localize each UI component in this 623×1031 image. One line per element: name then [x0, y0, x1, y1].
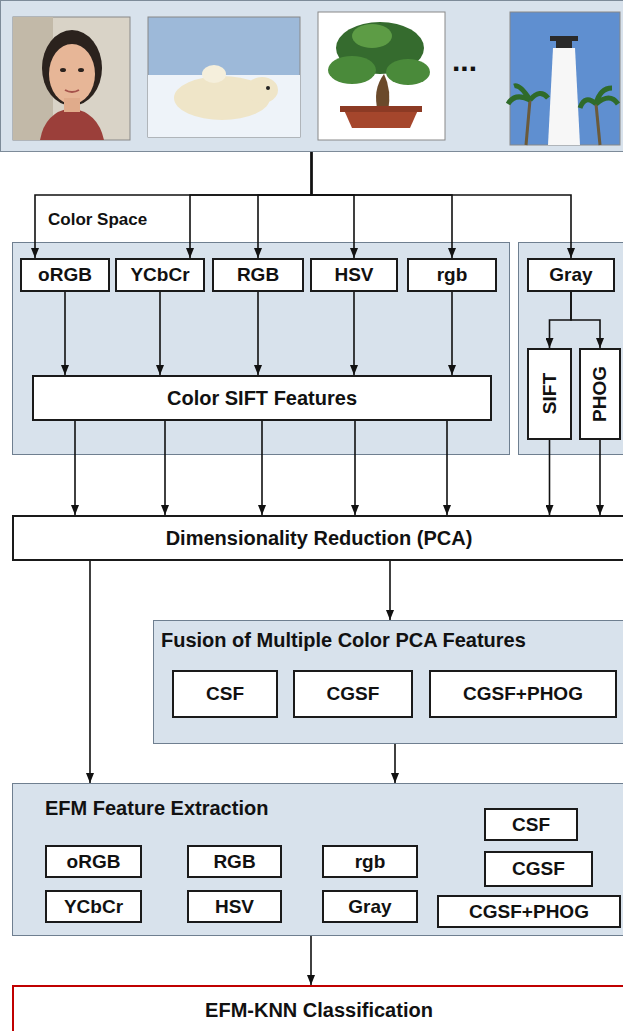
connector-arrow	[257, 292, 259, 375]
feature-box: Color SIFT Features	[32, 375, 492, 421]
fusion-box: CGSF+PHOG	[429, 670, 617, 718]
connector-arrow	[312, 152, 572, 258]
process-bar: Dimensionality Reduction (PCA)	[12, 515, 623, 561]
fusion-panel: Fusion of Multiple Color PCA FeaturesCSF…	[153, 620, 623, 744]
box-label: rgb	[437, 264, 468, 286]
panel-grounds	[1, 1, 623, 455]
box-label: CSF	[206, 683, 244, 705]
face-photo	[13, 17, 130, 140]
connector-arrow	[258, 152, 312, 258]
efm-box: CSF	[484, 808, 578, 841]
connector-arrow	[312, 152, 453, 258]
image-strip: ...	[0, 0, 623, 152]
connector-arrow	[354, 421, 356, 515]
connector-arrow	[89, 561, 91, 783]
box-label: HSV	[215, 896, 254, 918]
connector-arrow	[451, 292, 453, 375]
box-label: CGSF+PHOG	[463, 683, 583, 705]
color-space-box: rgb	[407, 258, 497, 292]
efm-box: Gray	[322, 890, 418, 923]
color-space-box: YCbCr	[115, 258, 205, 292]
connector-arrow	[159, 292, 161, 375]
box-label: Gray	[549, 264, 592, 286]
connector-arrow	[261, 421, 263, 515]
connector-arrow	[64, 292, 66, 375]
box-label: HSV	[334, 264, 373, 286]
connector-arrow	[164, 421, 166, 515]
connector-arrow	[310, 936, 312, 985]
feature-box: SIFT	[527, 348, 572, 440]
color-space-box: oRGB	[20, 258, 110, 292]
connector-arrow	[35, 152, 312, 258]
box-label: Color SIFT Features	[167, 387, 357, 410]
color-space-box: RGB	[212, 258, 304, 292]
connector-arrow	[353, 292, 355, 375]
color-space-box: HSV	[310, 258, 398, 292]
panel-heading: Fusion of Multiple Color PCA Features	[161, 629, 526, 652]
lighthouse-photo	[508, 12, 620, 145]
polar-bear-photo	[148, 17, 300, 137]
bonsai-photo	[318, 12, 445, 140]
box-label: oRGB	[38, 264, 92, 286]
color-space-box: Gray	[527, 258, 615, 292]
box-label: CSF	[512, 814, 550, 836]
box-label: Dimensionality Reduction (PCA)	[166, 527, 473, 550]
connector-arrow	[190, 152, 312, 258]
efm-box: CGSF	[484, 851, 593, 887]
connector-arrow	[74, 421, 76, 515]
box-label: YCbCr	[64, 896, 123, 918]
panel-heading: EFM Feature Extraction	[45, 797, 268, 820]
connector-arrow	[599, 440, 601, 515]
connector-arrow	[389, 561, 391, 620]
box-label: CGSF+PHOG	[469, 901, 589, 923]
efm-box: RGB	[187, 845, 282, 878]
ellipsis-mark: ...	[452, 44, 477, 78]
box-label: RGB	[213, 851, 255, 873]
efm-box: YCbCr	[45, 890, 142, 923]
connector-arrow	[446, 421, 448, 515]
box-label: SIFT	[539, 373, 561, 414]
box-label: RGB	[237, 264, 279, 286]
connector-arrow	[312, 152, 355, 258]
classification-bar: EFM-KNN Classification	[12, 985, 623, 1031]
box-label: YCbCr	[130, 264, 189, 286]
connector-arrow	[549, 440, 551, 515]
connector-arrow	[550, 292, 572, 348]
fusion-box: CGSF	[293, 670, 413, 718]
fusion-box: CSF	[172, 670, 278, 718]
efm-box: CGSF+PHOG	[437, 895, 621, 928]
box-label: CGSF	[512, 858, 565, 880]
efm-box: rgb	[322, 845, 418, 878]
box-label: Gray	[348, 896, 391, 918]
box-label: oRGB	[67, 851, 121, 873]
efm-panel: EFM Feature Extraction oRGB RGB rgbYCbCr HSV…	[12, 783, 623, 936]
connector-arrow	[394, 744, 396, 783]
efm-box: HSV	[187, 890, 282, 923]
box-label: CGSF	[327, 683, 380, 705]
feature-box: PHOG	[579, 348, 621, 440]
box-label: rgb	[355, 851, 386, 873]
box-label: PHOG	[589, 366, 611, 422]
annotation-label: Color Space	[48, 210, 147, 230]
connector-arrow	[571, 292, 600, 348]
efm-box: oRGB	[45, 845, 142, 878]
box-label: EFM-KNN Classification	[205, 999, 433, 1022]
